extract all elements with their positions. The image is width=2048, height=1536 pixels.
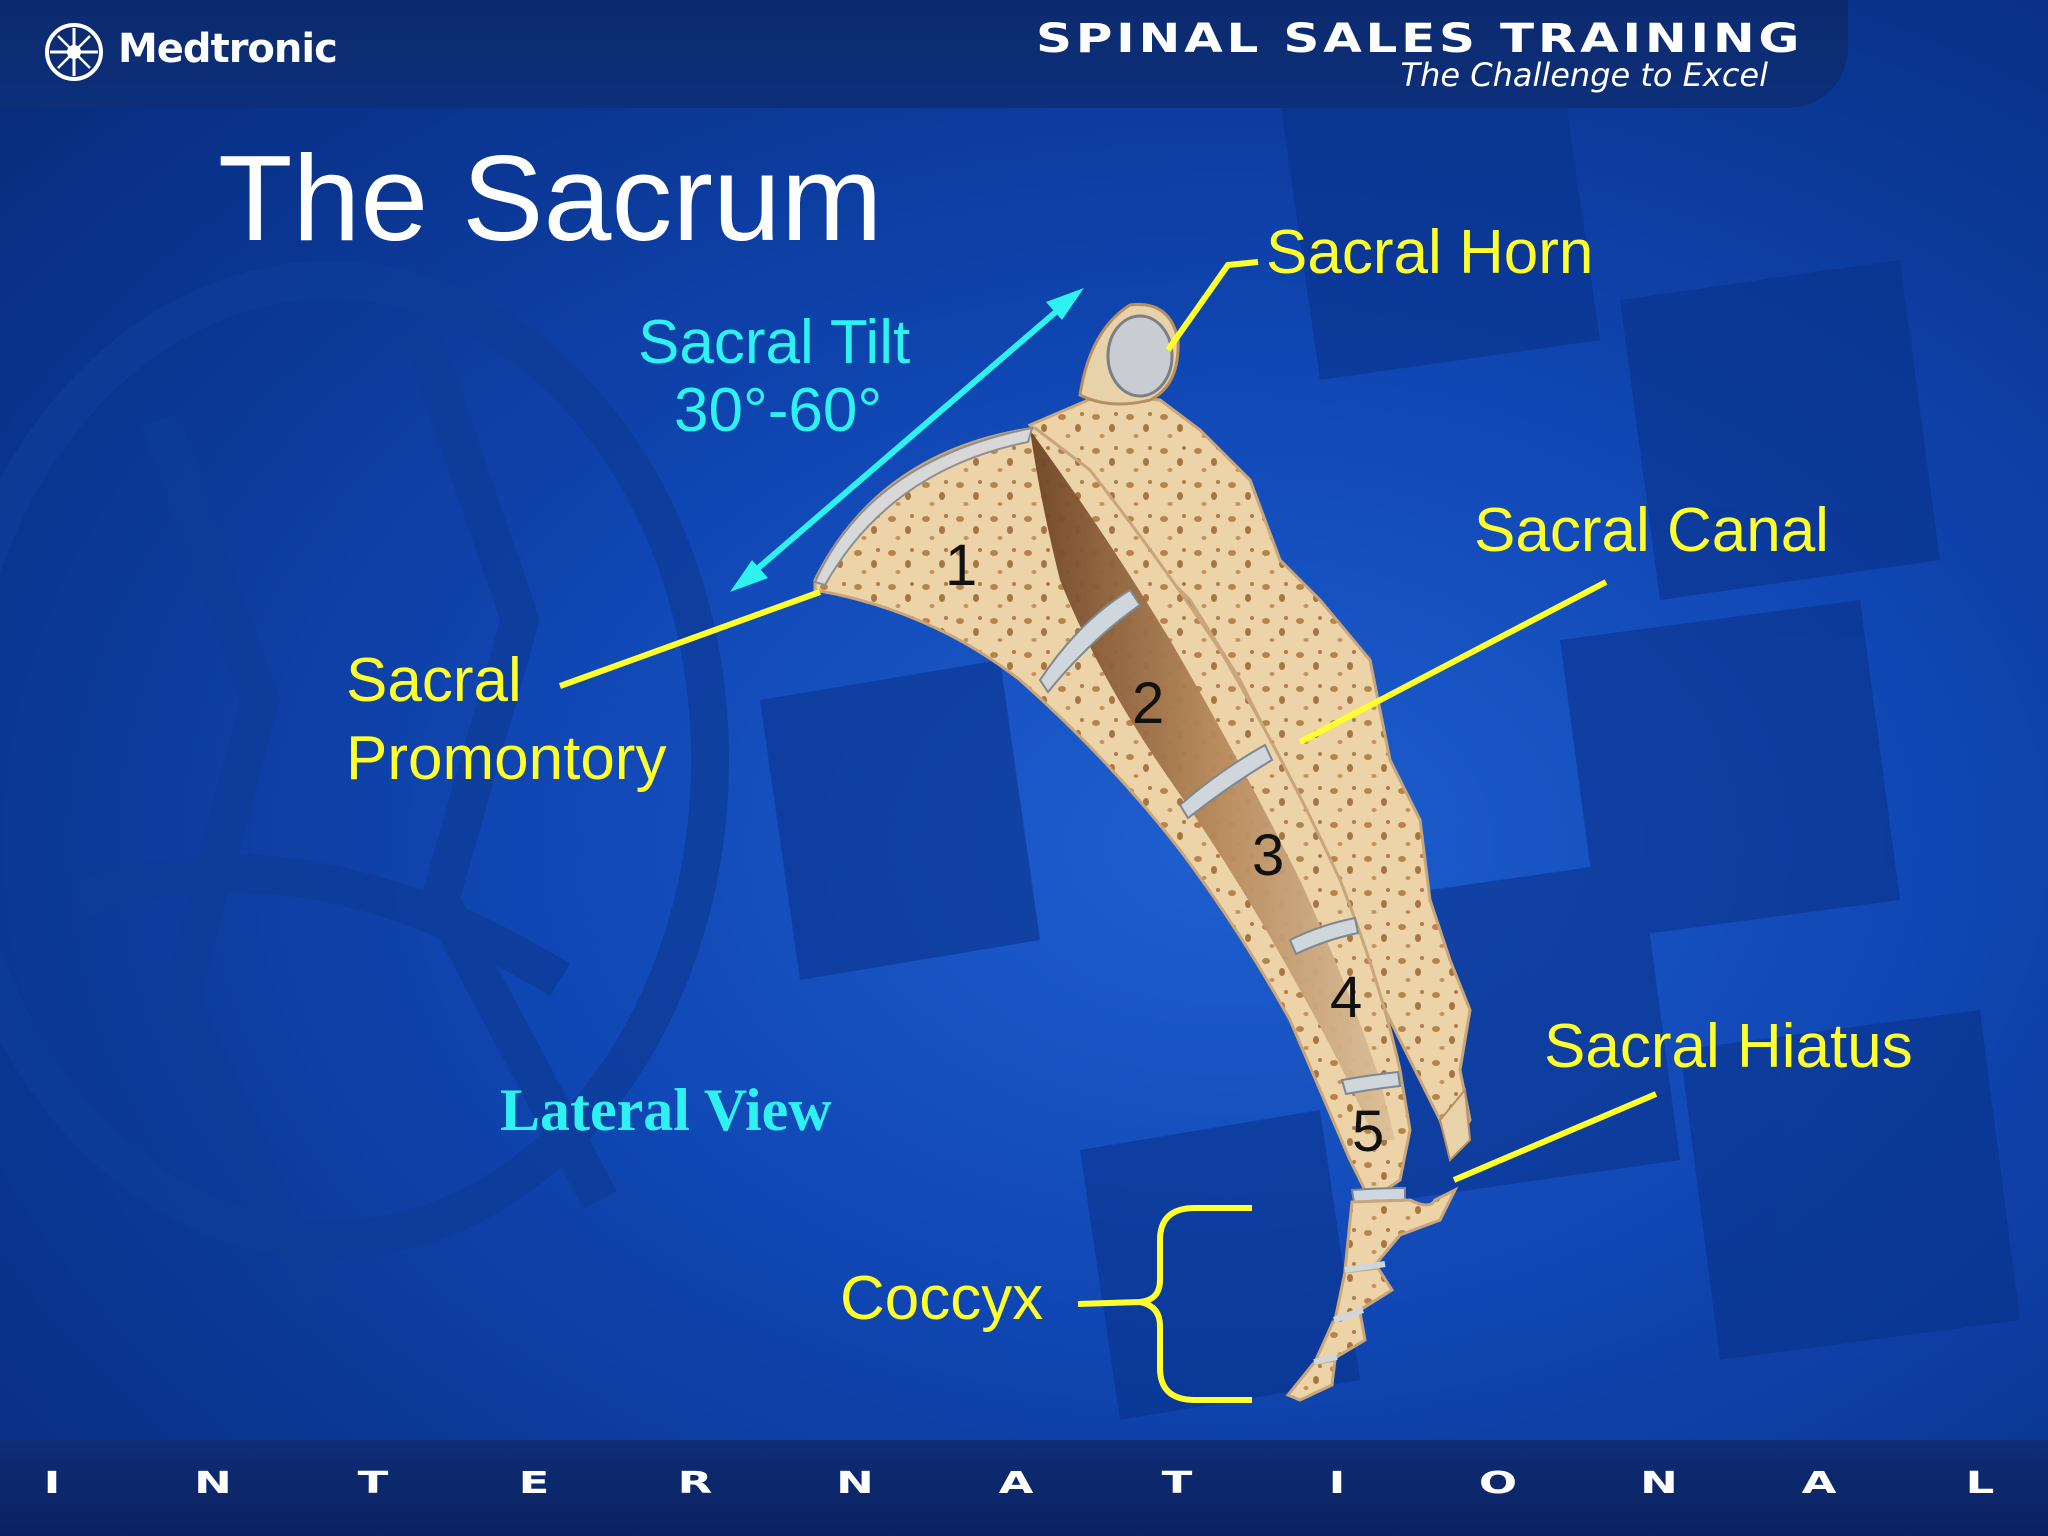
footer-letter: R <box>677 1466 712 1501</box>
program-tagline: The Challenge to Excel <box>1400 56 1768 94</box>
sacral-horn-leader <box>1165 259 1259 352</box>
label-sacral-tilt: Sacral Tilt <box>638 308 911 377</box>
sacral-disc-lines <box>1038 588 1406 1204</box>
vertebra-number-4: 4 <box>1330 965 1363 1030</box>
view-label: Lateral View <box>500 1077 832 1143</box>
footer-letter: E <box>518 1466 550 1501</box>
label-sacral-tilt-range: 30°-60° <box>674 376 883 445</box>
label-coccyx: Coccyx <box>840 1264 1044 1333</box>
leader-lines <box>558 259 1658 1403</box>
footer-letter: T <box>1161 1466 1193 1501</box>
program-title: SPINAL SALES TRAINING <box>1036 16 1804 62</box>
footer-letter: A <box>1801 1466 1837 1501</box>
label-sacral-hiatus: Sacral Hiatus <box>1544 1012 1913 1081</box>
footer-letter: I <box>43 1466 61 1501</box>
footer-letter: A <box>998 1466 1034 1501</box>
label-sacral-promontory-line1: Sacral <box>346 646 522 715</box>
medtronic-logo-icon <box>45 23 103 81</box>
footer-letter: T <box>357 1466 389 1501</box>
label-sacral-promontory-line2: Promontory <box>346 724 667 793</box>
footer-letter: N <box>193 1466 232 1501</box>
sacral-tilt-arrow <box>730 288 1084 592</box>
coccyx-joints <box>1313 1261 1386 1365</box>
vertebra-number-2: 2 <box>1132 671 1165 736</box>
sacrum-body <box>813 426 1412 1203</box>
sacral-canal-leader <box>1298 579 1608 745</box>
header-bar <box>0 0 1848 108</box>
sacral-hiatus-leader <box>1452 1091 1658 1183</box>
promontory-cap <box>813 426 1034 587</box>
footer-letter: O <box>1478 1466 1518 1501</box>
brand-name: Medtronic <box>118 26 338 72</box>
coccyx-segments <box>1285 1186 1459 1402</box>
promontory-leader <box>558 589 822 689</box>
vertebra-number-5: 5 <box>1352 1099 1385 1164</box>
vertebra-number-3: 3 <box>1252 823 1285 888</box>
vertebra-number-1: 1 <box>945 533 978 598</box>
footer-bar <box>0 1440 2048 1536</box>
footer-letter: I <box>1328 1466 1346 1501</box>
sacral-hiatus-edge <box>1438 1087 1472 1162</box>
footer-letter: N <box>836 1466 875 1501</box>
coccyx-brace <box>1077 1205 1252 1403</box>
label-sacral-canal: Sacral Canal <box>1474 496 1829 565</box>
footer-letter: L <box>1965 1466 1995 1501</box>
page-title: The Sacrum <box>218 130 883 266</box>
label-sacral-horn: Sacral Horn <box>1266 218 1594 287</box>
footer-letter: N <box>1639 1466 1678 1501</box>
